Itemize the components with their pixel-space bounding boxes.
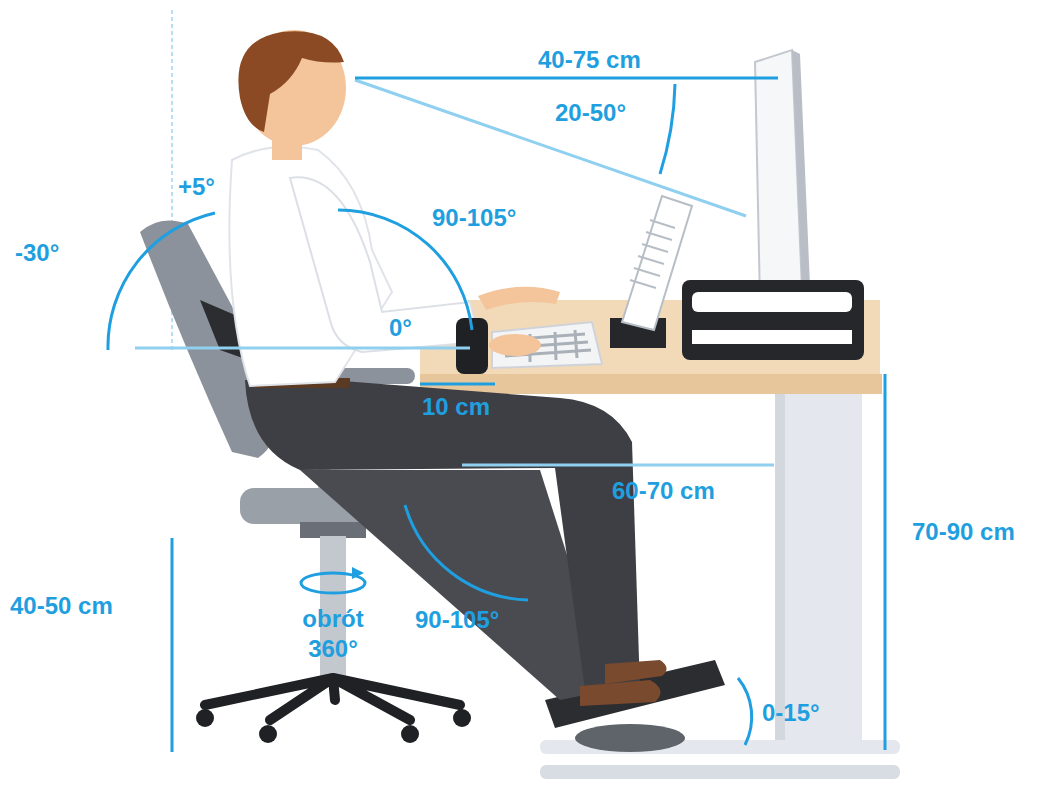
document-page: [622, 196, 692, 330]
seat-mechanism: [300, 522, 366, 538]
height-line: [884, 374, 887, 750]
distance-line: [462, 464, 774, 467]
angle-arc: [660, 84, 675, 174]
dimension-label: -30°: [15, 238, 59, 268]
chair-wheel: [453, 709, 471, 727]
sight-line: [355, 80, 746, 216]
footrest-base: [575, 724, 685, 752]
chair-base: [205, 678, 460, 720]
angle-arc: [738, 678, 752, 745]
hand: [478, 287, 560, 310]
printer-body: [682, 280, 864, 360]
chair-wheel: [401, 725, 419, 743]
angle-arc: [108, 213, 215, 350]
document-lines: [630, 220, 675, 288]
rotation-arrowhead: [352, 567, 364, 579]
person: [229, 30, 666, 706]
dimension-label: 70-90 cm: [912, 517, 1015, 547]
dimension-label: 0°: [389, 313, 412, 343]
monitor: [755, 50, 810, 302]
dimension-label: +5°: [178, 172, 215, 202]
desk-foot: [540, 765, 900, 779]
printer-slot: [692, 330, 852, 344]
dimension-label: 40-75 cm: [538, 45, 641, 75]
dimension-label: 0-15°: [762, 698, 820, 728]
height-line: [171, 538, 174, 752]
dimension-label: 10 cm: [422, 392, 490, 422]
dimension-lines: [108, 78, 885, 752]
dimension-label: 90-105°: [415, 605, 499, 635]
dimension-label: 60-70 cm: [612, 476, 715, 506]
desk-edge: [420, 374, 882, 394]
shoe: [580, 680, 660, 706]
monitor-back: [792, 50, 810, 290]
printer: [682, 280, 864, 360]
chair-wheel: [259, 725, 277, 743]
hair: [238, 31, 344, 132]
printer-tray: [692, 292, 852, 312]
dimension-label: 20-50°: [555, 98, 626, 128]
hand: [489, 334, 541, 356]
shoe: [605, 660, 667, 684]
reference-line: [135, 347, 470, 350]
chair-wheel: [196, 709, 214, 727]
distance-line: [355, 77, 778, 80]
document-holder: [610, 196, 692, 348]
dimension-label: obrót 360°: [288, 604, 378, 664]
distance-line: [420, 383, 495, 386]
dimension-label: 90-105°: [432, 203, 516, 233]
dimension-label: 40-50 cm: [10, 591, 113, 621]
sleeve: [290, 177, 480, 352]
pants: [245, 380, 640, 690]
angle-arc: [405, 505, 528, 600]
